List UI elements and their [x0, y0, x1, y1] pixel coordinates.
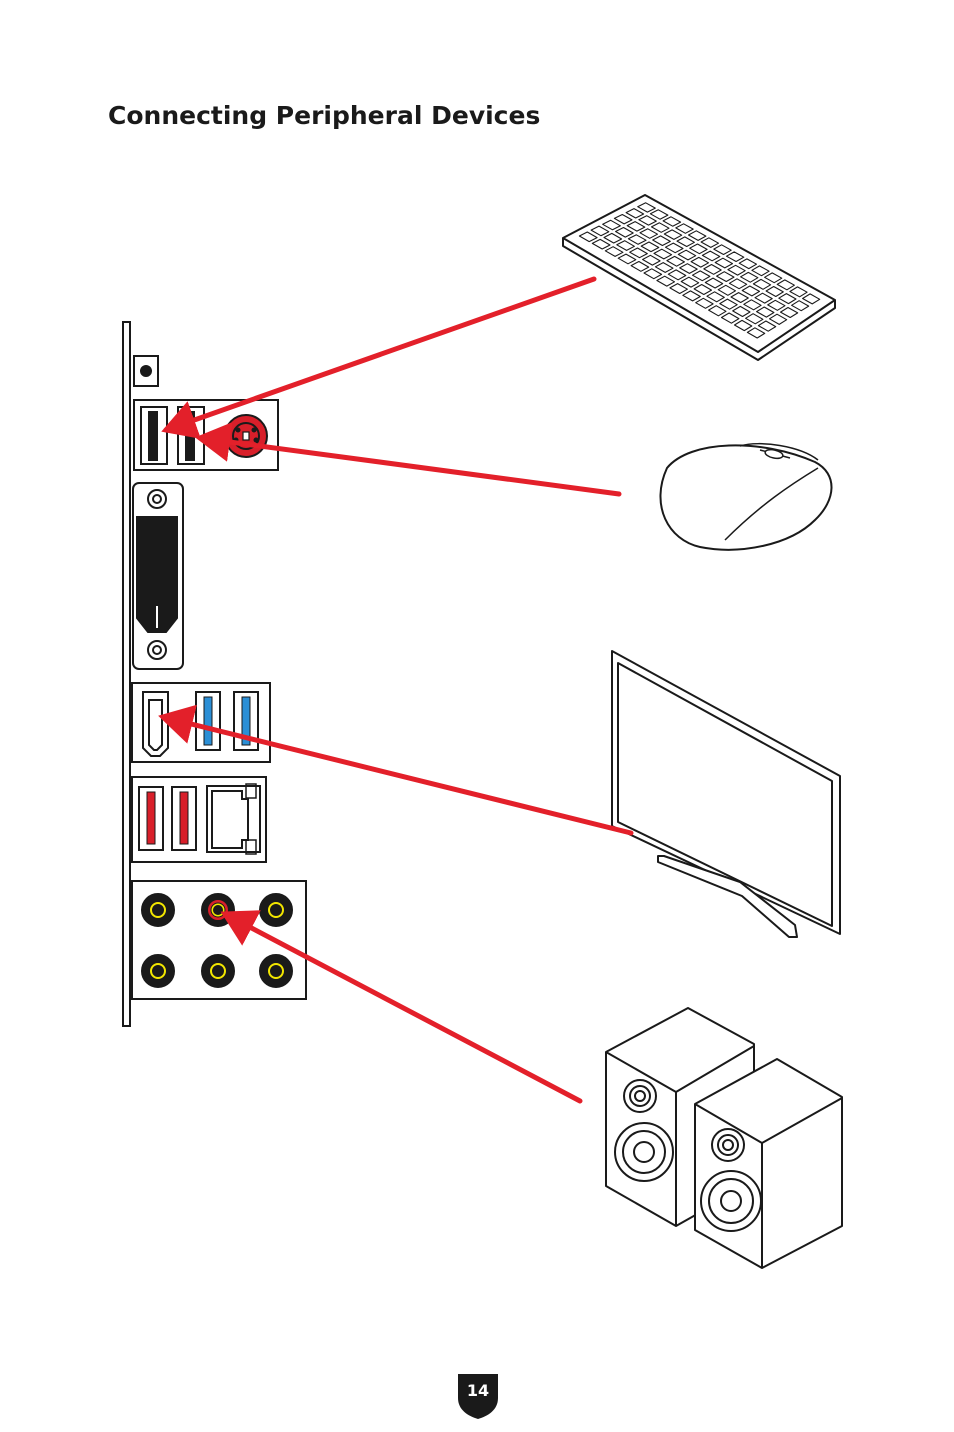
- audio-jack: [260, 955, 292, 987]
- audio-jack: [142, 894, 174, 926]
- io-panel-edge: [123, 322, 130, 1026]
- lan-port: [207, 784, 260, 854]
- audio-jack-line-out: [202, 894, 234, 926]
- audio-jack: [260, 894, 292, 926]
- monitor-icon: [612, 651, 840, 937]
- ps2-port: [225, 415, 267, 457]
- hdmi-port: [143, 692, 168, 756]
- clear-cmos-button: [134, 356, 158, 386]
- speakers-icon: [606, 1008, 842, 1268]
- usb2-ps2-block: [134, 400, 278, 470]
- mouse-arrow: [200, 438, 619, 494]
- audio-jack: [202, 955, 234, 987]
- dvi-port: [133, 483, 183, 669]
- page-number: 14: [456, 1381, 500, 1400]
- monitor-arrow: [163, 717, 631, 833]
- usb-lan-block: [132, 777, 266, 862]
- speakers-arrow: [225, 914, 580, 1101]
- hdmi-usb3-block: [132, 683, 270, 762]
- audio-jack: [142, 955, 174, 987]
- io-panel: [123, 322, 306, 1026]
- audio-block: [132, 881, 306, 999]
- keyboard-icon: [563, 195, 835, 360]
- mouse-icon: [660, 444, 831, 550]
- keyboard-arrow: [166, 279, 594, 430]
